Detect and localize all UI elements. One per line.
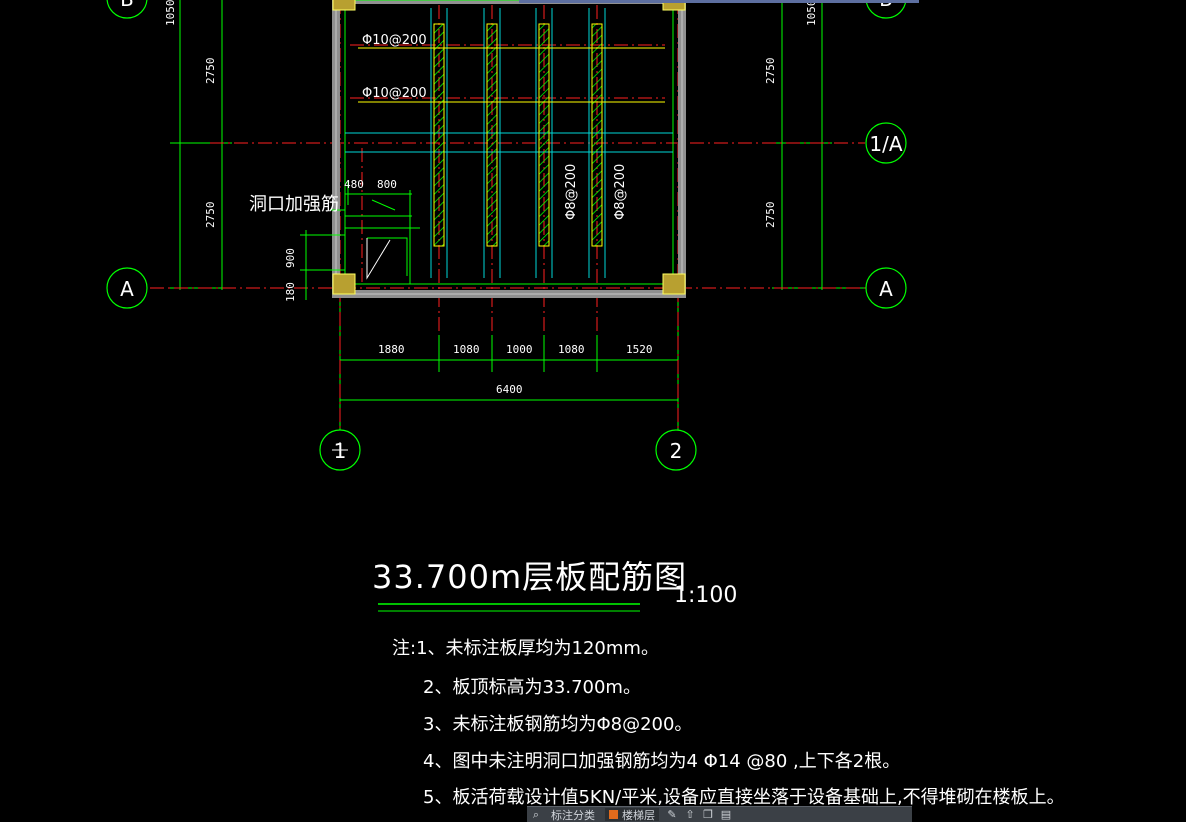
bottom-dim-2: 1080: [453, 343, 480, 356]
right-dim-upper: 2750: [764, 58, 777, 85]
rebar-label-top-1: Φ10@200: [362, 33, 427, 48]
axis-bubble-2[interactable]: 2: [656, 430, 696, 470]
axis-bubble-a-left[interactable]: A: [107, 268, 147, 308]
svg-text:1/A: 1/A: [869, 132, 902, 156]
toolbar-category-label[interactable]: 标注分类: [545, 807, 601, 822]
opening-dim-900: 900: [284, 248, 297, 268]
bottom-dim-3: 1000: [506, 343, 533, 356]
binoculars-icon[interactable]: ⌕: [527, 808, 545, 822]
axis-bubble-1a-right[interactable]: 1/A: [866, 123, 906, 163]
bottom-dim-4: 1080: [558, 343, 585, 356]
copy-icon[interactable]: ❐: [699, 808, 717, 821]
layer-selector[interactable]: 楼梯层: [605, 808, 659, 821]
right-dim-lower: 2750: [764, 202, 777, 229]
svg-text:2: 2: [670, 439, 683, 463]
grid-lines: [170, 0, 866, 430]
note-4: 4、图中未注明洞口加强钢筋均为4 Φ14 @80 ,上下各2根。: [423, 751, 900, 772]
opening-dim-800: 800: [377, 178, 397, 191]
note-5: 5、板活荷载设计值5KN/平米,设备应直接坐落于设备基础上,不得堆砌在楼板上。: [423, 787, 1065, 808]
left-dim-total: 10500: [164, 0, 177, 26]
upload-icon[interactable]: ⇧: [681, 808, 699, 821]
opening-dim-480: 480: [344, 178, 364, 191]
center-lines: [150, 0, 865, 430]
edit-icon[interactable]: ✎: [663, 808, 681, 821]
opening-reinforcement-label: 洞口加强筋: [249, 194, 339, 215]
layer-name: 楼梯层: [622, 807, 655, 822]
left-dim-upper: 2750: [204, 58, 217, 85]
bottom-dim-5: 1520: [626, 343, 653, 356]
note-1: 注:1、未标注板厚均为120mm。: [392, 638, 659, 659]
drawing-title: 33.700m层板配筋图: [372, 558, 687, 596]
svg-text:B: B: [120, 0, 134, 11]
layer-color-swatch: [609, 810, 618, 819]
delete-icon[interactable]: ▤: [717, 808, 735, 821]
rebar-label-top-2: Φ10@200: [362, 86, 427, 101]
note-3: 3、未标注板钢筋均为Φ8@200。: [423, 714, 692, 735]
opening-dim-180: 180: [284, 282, 297, 302]
bottom-dim-1: 1880: [378, 343, 405, 356]
right-dim-total: 10500: [805, 0, 818, 26]
axis-bubble-a-right[interactable]: A: [866, 268, 906, 308]
svg-text:A: A: [120, 277, 134, 301]
top-panel-edge: [519, 0, 919, 3]
drawing-scale: 1:100: [674, 583, 737, 608]
axis-bubble-b-left[interactable]: B: [107, 0, 147, 18]
rebar-label-vertical-1: Φ8@200: [564, 164, 579, 220]
rebar-label-vertical-2: Φ8@200: [613, 164, 628, 220]
left-dim-lower: 2750: [204, 202, 217, 229]
note-2: 2、板顶标高为33.700m。: [423, 677, 641, 698]
layer-toolbar[interactable]: ⌕ 标注分类 楼梯层 ✎ ⇧ ❐ ▤: [527, 806, 912, 822]
bottom-dim-total: 6400: [496, 383, 523, 396]
svg-text:A: A: [879, 277, 893, 301]
